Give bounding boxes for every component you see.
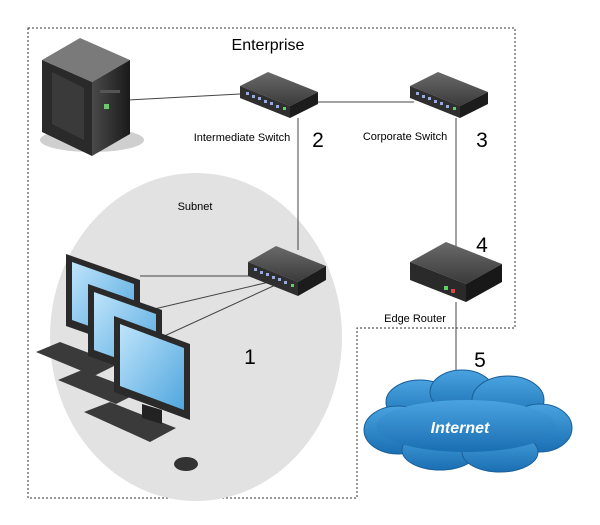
number-4: 4 <box>476 234 488 257</box>
number-1: 1 <box>244 346 256 369</box>
server-tower <box>40 38 144 156</box>
number-5: 5 <box>474 349 486 372</box>
intermediate-switch-device <box>240 72 318 118</box>
internet-label: Internet <box>431 420 490 437</box>
number-2: 2 <box>312 129 324 152</box>
subnet-switch-to-pc2-link <box>149 278 283 311</box>
server-to-intermediate-link <box>127 93 241 101</box>
corporate-switch-label: Corporate Switch <box>363 131 447 143</box>
subnet-switch-to-pc3-link <box>159 281 283 339</box>
corporate-switch-device <box>410 72 488 118</box>
edge-router-device <box>410 242 502 302</box>
enterprise-label: Enterprise <box>232 37 305 54</box>
number-3: 3 <box>476 129 488 152</box>
subnet-switch-device <box>248 246 326 296</box>
internet-cloud: Internet <box>363 369 573 473</box>
intermediate-switch-label: Intermediate Switch <box>194 132 291 144</box>
edge-router-label: Edge Router <box>384 313 446 325</box>
subnet-label: Subnet <box>178 201 213 213</box>
connections <box>127 93 457 382</box>
workstations <box>36 254 198 471</box>
mouse-icon <box>174 457 198 471</box>
enterprise-boundary <box>27 27 516 499</box>
